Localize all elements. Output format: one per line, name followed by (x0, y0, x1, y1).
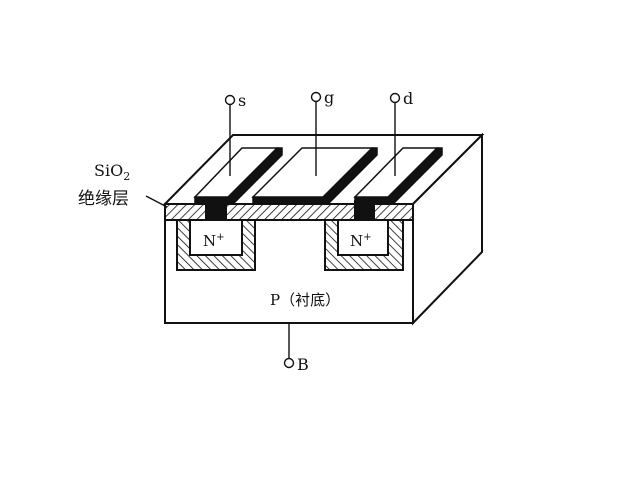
substrate-label: P（衬底） (270, 291, 340, 309)
n-right-text: N (350, 232, 363, 250)
source-terminal (224, 94, 236, 106)
n-plus-right (337, 219, 389, 256)
oxide-formula: SiO (94, 161, 123, 180)
n-plus-left-label: N+ (203, 232, 225, 250)
oxide-layer (164, 203, 414, 221)
oxide-subscript: 2 (123, 170, 130, 183)
drain-electrode (353, 147, 439, 198)
body-label: B (297, 355, 309, 374)
insulator-label: 绝缘层 (78, 189, 129, 209)
drain-contact (354, 200, 375, 220)
n-plus-left (189, 219, 243, 256)
n-left-sup: + (216, 232, 224, 243)
gate-label: g (324, 88, 334, 107)
gate-electrode (251, 147, 374, 198)
source-electrode (193, 147, 279, 198)
insulator-leader (145, 195, 168, 208)
oxide-label: SiO2 (94, 161, 130, 183)
n-left-text: N (203, 232, 216, 250)
n-plus-right-label: N+ (350, 232, 372, 250)
drain-terminal (389, 92, 401, 104)
gate-terminal (310, 91, 322, 103)
source-label: s (238, 91, 246, 110)
n-right-sup: + (363, 232, 371, 243)
drain-label: d (403, 89, 413, 108)
body-terminal (283, 357, 295, 369)
source-contact (205, 200, 227, 220)
